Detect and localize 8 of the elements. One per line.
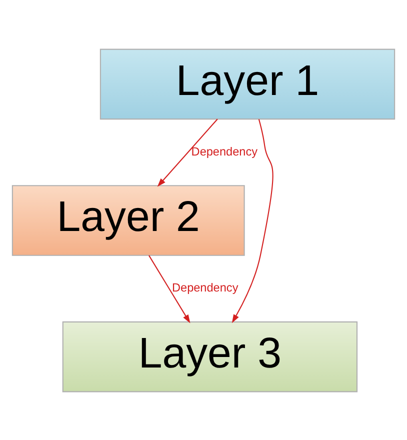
arrow	[157, 118, 218, 186]
node-box: Layer 1	[100, 48, 396, 120]
arrow	[232, 118, 274, 323]
node-box: Layer 3	[62, 320, 358, 392]
edge-label: Dependency	[172, 280, 238, 294]
node-box: Layer 2	[12, 184, 245, 256]
arrow	[148, 254, 190, 323]
edge-label: Dependency	[191, 144, 258, 158]
